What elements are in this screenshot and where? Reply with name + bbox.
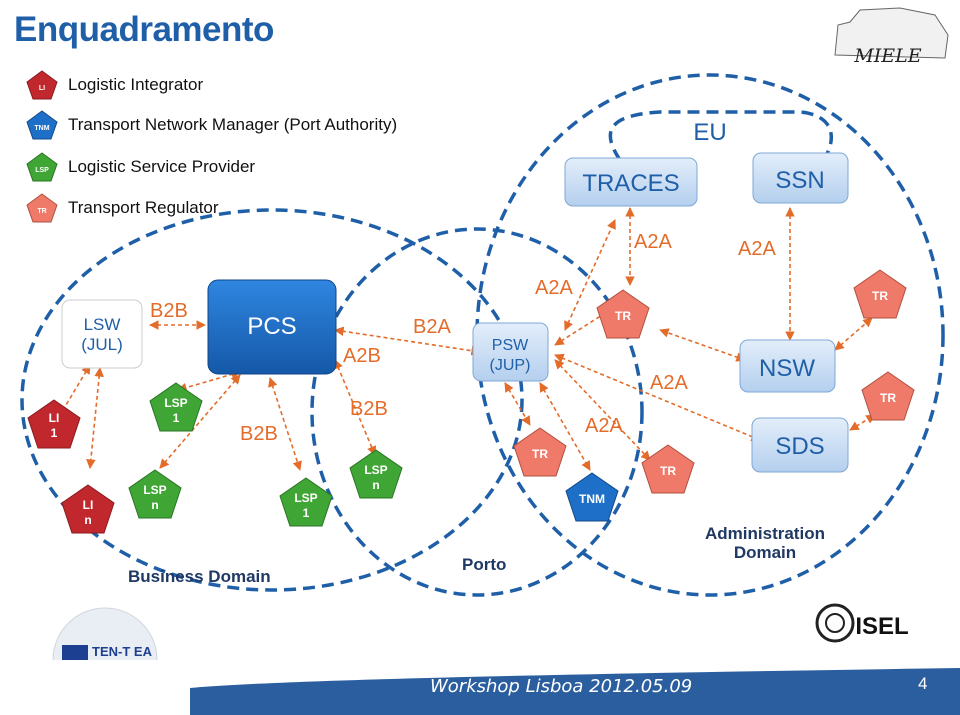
tr-pentagon: TR <box>641 444 695 494</box>
legend-abbr: TR <box>37 208 46 215</box>
relation-label-a2a: A2A <box>634 231 672 253</box>
relation-label-a2a: A2A <box>535 277 573 299</box>
legend-abbr: TNM <box>34 125 49 132</box>
page-number: 4 <box>918 674 928 693</box>
legend-item-tnm: TNM Transport Network Manager (Port Auth… <box>26 110 397 140</box>
porto-domain-label: Porto <box>462 555 506 574</box>
relation-label-b2b: B2B <box>150 300 188 322</box>
nsw-label: NSW <box>759 355 815 382</box>
lsp-pentagon-icon: LSP <box>26 152 58 182</box>
framework-diagram: B2B B2B B2B A2B B2A A2A A2A A2A A2A A2A … <box>20 7 949 660</box>
tr-label: TR <box>660 464 676 478</box>
miele-text: MIELE <box>853 45 921 67</box>
legend-label: Transport Network Manager (Port Authorit… <box>68 115 398 134</box>
relation-label-b2b: B2B <box>350 398 388 420</box>
tent-text: TEN-T EA <box>92 644 153 659</box>
traces-box <box>564 157 698 207</box>
eu-domain-boundary <box>608 110 833 164</box>
slide-title: Enquadramento <box>14 10 274 49</box>
relation-arrows <box>59 207 876 471</box>
tr-label: TR <box>532 447 548 461</box>
psw-label: PSW(JUP) <box>490 337 531 374</box>
tr-pentagon: TR <box>861 371 915 421</box>
tnm-label: TNM <box>579 492 605 506</box>
sds-label: SDS <box>775 433 824 460</box>
ssn-box <box>752 152 849 204</box>
legend-item-li: LI Logistic Integrator <box>26 70 203 100</box>
tr-label: TR <box>880 391 896 405</box>
tent-logo: TEN-T EA <box>52 607 158 660</box>
relation-label-a2a: A2A <box>650 372 688 394</box>
ssn-label: SSN <box>775 167 824 194</box>
legend-item-lsp: LSP Logistic Service Provider <box>26 152 255 182</box>
tr-label: TR <box>615 309 631 323</box>
li-pentagon-icon: LI <box>26 70 58 100</box>
legend-label: Logistic Integrator <box>68 75 204 94</box>
tr-pentagon: TR <box>513 427 567 477</box>
legend-label: Logistic Service Provider <box>68 157 256 176</box>
miele-logo: MIELE <box>834 7 949 67</box>
relation-label-b2b: B2B <box>240 423 278 445</box>
tnm-pentagon: TNM <box>565 472 619 522</box>
nsw-box <box>739 339 836 393</box>
relation-label-b2a: B2A <box>413 316 451 338</box>
legend-label: Transport Regulator <box>68 198 219 217</box>
business-domain-label: Business Domain <box>128 567 271 586</box>
lsw-label: LSW(JUL) <box>81 315 123 354</box>
relation-label-a2b: A2B <box>343 345 381 367</box>
psw-box <box>472 322 549 382</box>
footer-text: Workshop Lisboa 2012.05.09 <box>430 676 693 697</box>
eu-label: EU <box>693 119 726 146</box>
sds-box <box>751 417 849 473</box>
relation-label-a2a: A2A <box>738 238 776 260</box>
legend-abbr: LSP <box>35 167 49 174</box>
administration-domain-label: Administration Domain <box>705 524 825 562</box>
traces-label: TRACES <box>582 170 679 197</box>
isel-logo: ISEL <box>815 603 909 643</box>
tr-pentagon: TR <box>596 289 650 339</box>
isel-text: ISEL <box>855 613 908 640</box>
tnm-pentagon-icon: TNM <box>26 110 58 140</box>
footer-bar <box>190 668 960 715</box>
tr-pentagon: TR <box>853 269 907 319</box>
legend-abbr: LI <box>39 85 45 92</box>
tr-label: TR <box>872 289 888 303</box>
relation-labels: B2B B2B B2B A2B B2A A2A A2A A2A A2A A2A <box>150 231 776 445</box>
pcs-label: PCS <box>247 313 296 340</box>
legend-item-tr: TR Transport Regulator <box>26 193 219 223</box>
lsw-box <box>61 299 143 369</box>
administration-domain-boundary <box>475 73 945 597</box>
pcs-box <box>207 279 337 375</box>
tr-pentagon-icon: TR <box>26 193 58 223</box>
relation-label-a2a: A2A <box>585 415 623 437</box>
